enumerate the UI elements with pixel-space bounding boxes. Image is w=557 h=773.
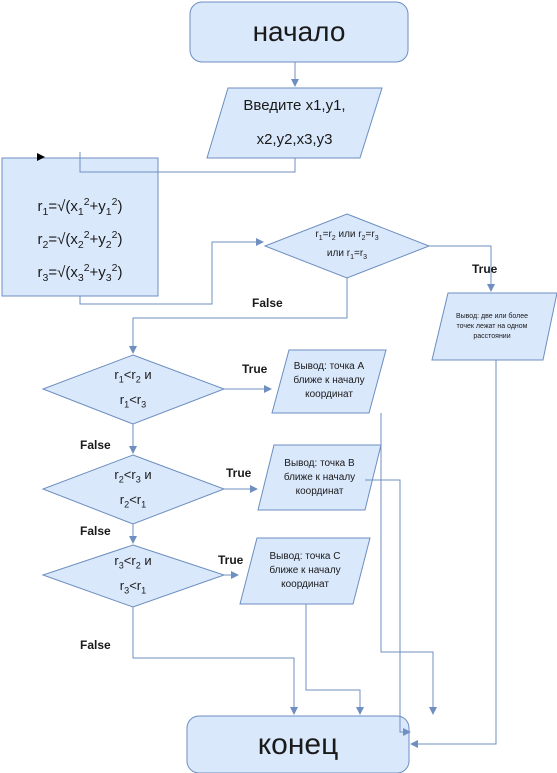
condition-a-line1: r1<r2 и xyxy=(114,367,152,385)
label-true-b: True xyxy=(226,466,252,480)
input-line1: Введите x1,y1, xyxy=(243,97,346,114)
output-c-shape xyxy=(239,537,371,605)
output-a-line1: Вывод: точка А xyxy=(293,361,365,372)
output-equal-line1: Вывод: две или более xyxy=(455,313,529,320)
output-b-line3: координат xyxy=(295,486,344,497)
label-false-c: False xyxy=(80,638,111,652)
output-c-line3: координат xyxy=(281,579,329,590)
output-a: Вывод: точка А ближе к началу координат xyxy=(280,352,378,410)
formula-r3: r3=√(x32+y32) xyxy=(37,261,123,284)
output-b-line2: ближе к началу xyxy=(283,472,356,483)
output-equal-line2: точек лежат на одном xyxy=(456,323,528,330)
label-false-a: False xyxy=(80,438,111,452)
start-label: начало xyxy=(252,16,346,47)
output-b-line1: Вывод: точка В xyxy=(284,458,355,469)
condition-c-line1: r3<r2 и xyxy=(114,553,152,571)
output-b-shape xyxy=(257,444,382,511)
label-true-c: True xyxy=(218,553,244,567)
end-node-shape xyxy=(186,715,410,773)
start-node-shape xyxy=(189,1,409,63)
label-false-equal: False xyxy=(252,296,283,310)
condition-b: r2<r3 и r2<r1 xyxy=(73,467,193,510)
output-a-line2: ближе к началу xyxy=(293,375,365,386)
output-a-line3: координат xyxy=(305,389,353,400)
condition-a: r1<r2 и r1<r3 xyxy=(73,367,193,410)
output-c: Вывод: точка С ближе к началу координат xyxy=(248,542,362,600)
formula-node-shape xyxy=(1,157,159,297)
condition-b-line2: r2<r1 xyxy=(119,492,147,510)
output-b: Вывод: точка В ближе к началу координат xyxy=(266,449,373,507)
output-equal-line3: расстоянии xyxy=(473,333,511,340)
label-true-a: True xyxy=(242,362,268,376)
condition-equal-line1: r1=r2 или r2=r3 xyxy=(315,229,379,242)
input-node-shape xyxy=(206,87,383,159)
output-c-line1: Вывод: точка С xyxy=(269,551,341,562)
condition-equal-line2: или r1=r3 xyxy=(326,248,368,261)
condition-a-line2: r1<r3 xyxy=(119,392,147,410)
condition-equal: r1=r2 или r2=r3 или r1=r3 xyxy=(280,226,414,266)
formula-node: r1=√(x12+y12) r2=√(x22+y22) r3=√(x32+y32… xyxy=(2,196,158,284)
label-true-equal: True xyxy=(472,262,498,276)
start-node: начало xyxy=(190,2,408,62)
output-c-line2: ближе к началу xyxy=(269,565,341,576)
end-label: конец xyxy=(257,727,339,761)
condition-c: r3<r2 и r3<r1 xyxy=(73,553,193,596)
end-node: конец xyxy=(187,716,409,773)
output-equal-shape xyxy=(431,292,557,361)
label-false-b: False xyxy=(80,524,111,538)
condition-c-line2: r3<r1 xyxy=(119,578,147,596)
input-line2: x2,y2,x3,y3 xyxy=(256,131,333,148)
output-a-shape xyxy=(271,349,387,414)
formula-r1: r1=√(x12+y12) xyxy=(37,195,123,218)
condition-b-line1: r2<r3 и xyxy=(114,467,152,485)
input-node: Введите x1,y1, x2,y2,x3,y3 xyxy=(212,88,377,158)
output-equal: Вывод: две или более точек лежат на одно… xyxy=(436,300,548,354)
formula-r2: r2=√(x22+y22) xyxy=(37,228,123,251)
